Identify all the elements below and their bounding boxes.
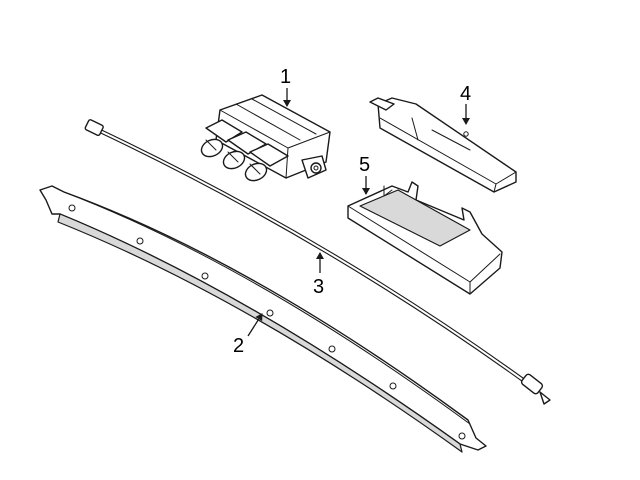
callout-label-2: 2 (233, 335, 244, 357)
connector-right (244, 143, 289, 182)
connector-left (200, 119, 243, 158)
callout-label-5: 5 (359, 154, 370, 176)
callout-label-4: 4 (460, 83, 471, 105)
callout-5: 5 (359, 154, 370, 195)
callout-4: 4 (460, 83, 471, 125)
part-2-mounting-strip (39, 185, 487, 453)
part-5-bracket (347, 181, 503, 295)
callout-3: 3 (313, 252, 324, 298)
mounting-ear (301, 155, 327, 179)
part-3-antenna-cable (84, 119, 551, 405)
part-1-module (200, 94, 331, 182)
callout-2: 2 (233, 313, 263, 357)
callout-1: 1 (280, 66, 291, 107)
callout-label-1: 1 (280, 66, 291, 88)
callout-label-3: 3 (313, 276, 324, 298)
part-4-sensor-module (369, 97, 517, 193)
